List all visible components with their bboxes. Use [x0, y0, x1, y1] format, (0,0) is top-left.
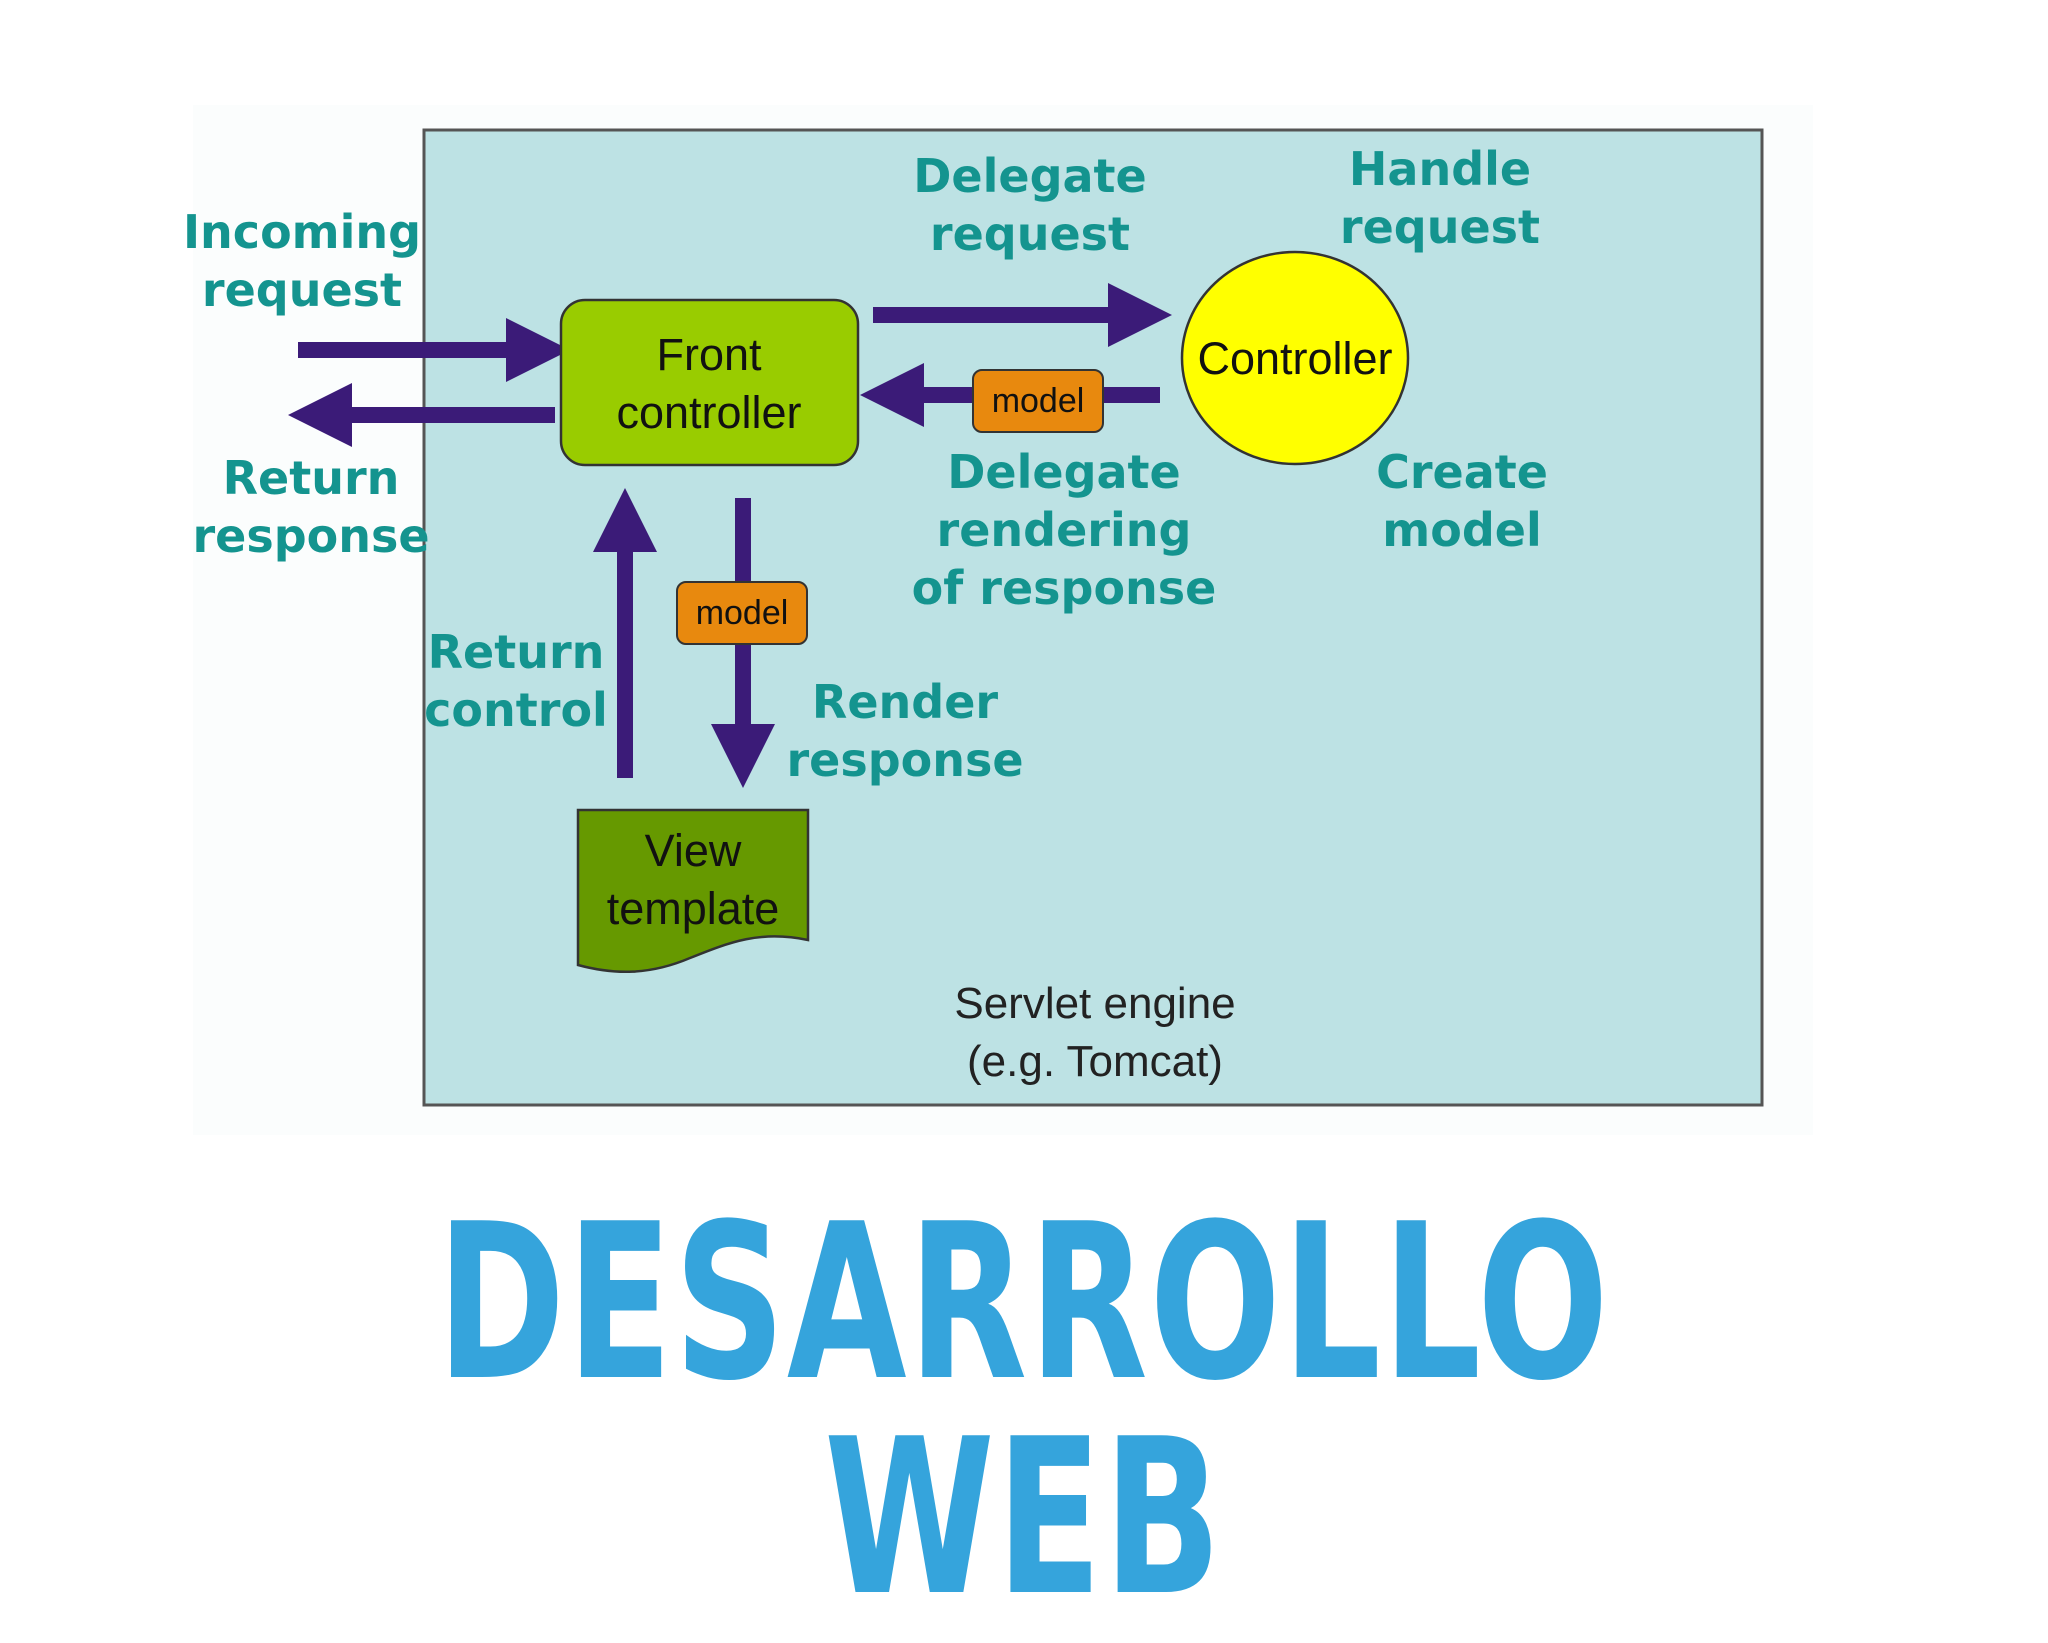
front-controller-label: controller — [616, 387, 801, 438]
model-badge-bottom-label: model — [696, 594, 789, 632]
servlet-engine-caption: (e.g. Tomcat) — [967, 1037, 1223, 1086]
mvc-diagram: Front controller Controller model model … — [182, 128, 1764, 1107]
incoming-request-label: Incoming — [183, 205, 421, 259]
view-template-shape — [576, 808, 810, 974]
view-template-label: template — [607, 883, 780, 934]
controller-circle — [1180, 250, 1410, 466]
view-template-label: View — [645, 825, 742, 876]
handle-request-label: Handle — [1349, 142, 1531, 196]
render-response-label: response — [786, 733, 1023, 787]
model-badge-top — [972, 369, 1104, 433]
delegate-request-label: Delegate — [913, 149, 1147, 203]
return-control-label: control — [424, 683, 608, 737]
create-model-label: model — [1382, 503, 1541, 557]
front-controller-label: Front — [656, 329, 762, 380]
model-badge-bottom — [676, 581, 808, 645]
controller-label: Controller — [1197, 333, 1392, 384]
delegate-rendering-label: Delegate — [947, 445, 1181, 499]
create-model-label: Create — [1376, 445, 1548, 499]
model-badge-top-label: model — [992, 382, 1085, 420]
delegate-rendering-label: rendering — [937, 503, 1192, 557]
return-response-label: Return — [223, 451, 400, 505]
handle-request-label: request — [1340, 200, 1540, 254]
servlet-engine-caption: Servlet engine — [954, 979, 1235, 1028]
front-controller-box — [559, 298, 860, 467]
page-title: DESARROLLO WEB — [436, 1177, 1611, 1643]
delegate-request-label: request — [930, 207, 1130, 261]
delegate-rendering-label: of response — [912, 561, 1217, 615]
return-response-label: response — [192, 509, 429, 563]
incoming-request-label: request — [202, 263, 402, 317]
return-control-label: Return — [428, 625, 605, 679]
render-response-label: Render — [812, 675, 998, 729]
